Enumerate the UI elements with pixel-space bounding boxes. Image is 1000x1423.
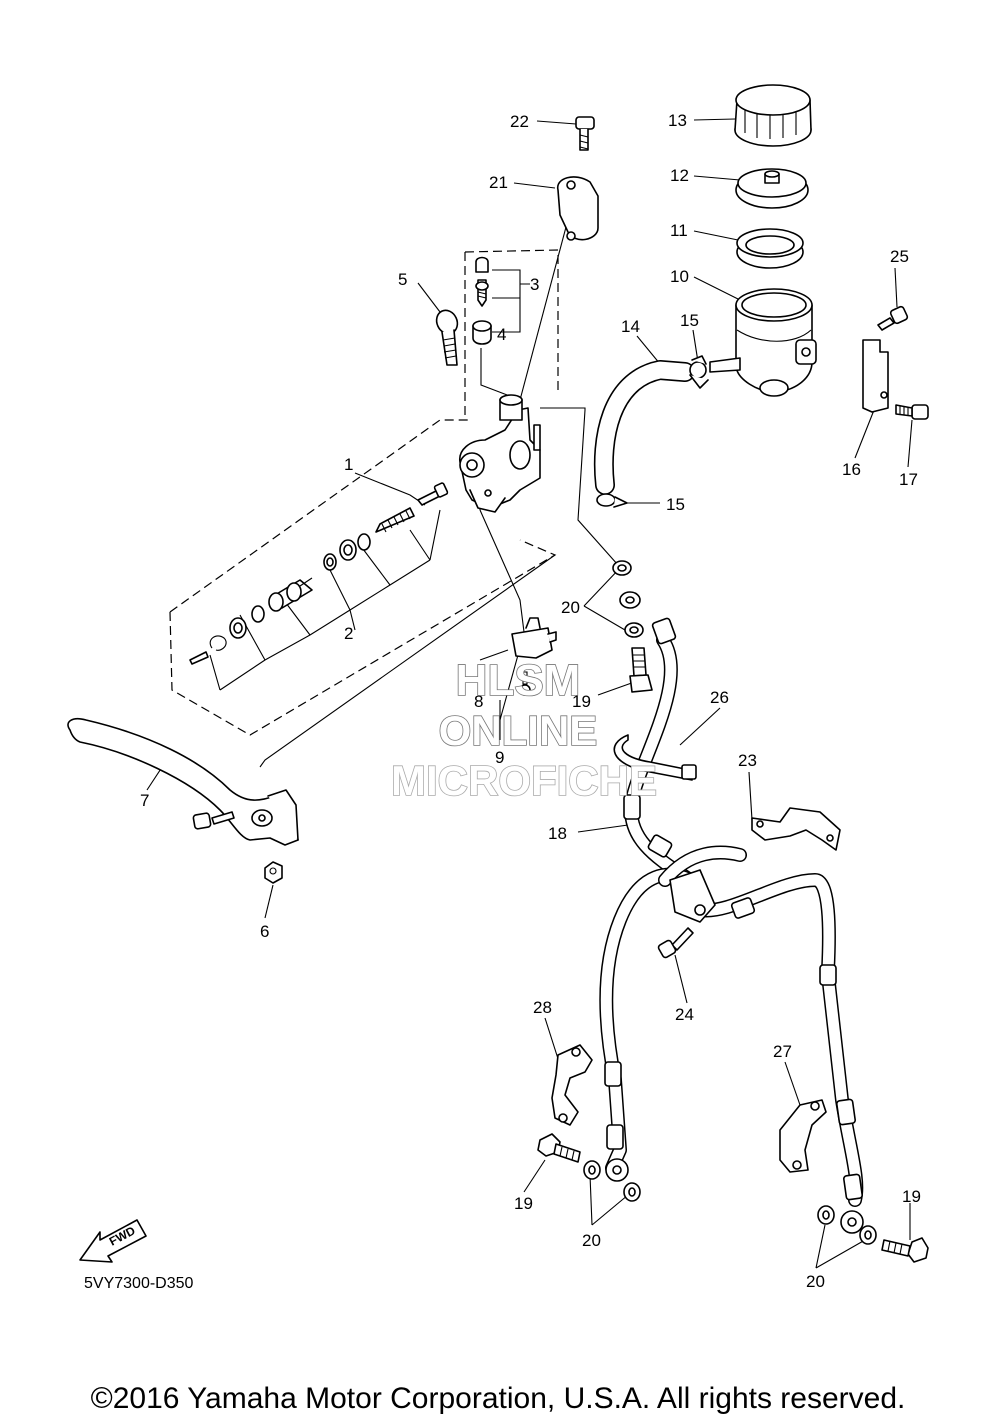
callout-12: 12 [670,166,689,185]
callout-10: 10 [670,267,689,286]
plate-12 [735,168,809,209]
callout-9: 9 [495,748,504,767]
master-cylinder-1 [459,394,541,513]
bolt-24 [657,927,694,959]
watermark-line-1: HLSM [456,656,581,705]
cap-13 [734,84,812,147]
callout-26: 26 [710,688,729,707]
callout-13: 13 [668,111,687,130]
clip-15-lower [596,493,628,508]
callout-16: 16 [842,460,861,479]
callout-22: 22 [510,112,529,131]
holder-27 [779,1099,827,1173]
watermark-line-2: ONLINE [439,707,598,754]
bolt-5 [435,309,459,366]
callout-14: 14 [621,317,640,336]
callout-1: 1 [344,455,353,474]
callout-8: 8 [474,692,483,711]
callout-24: 24 [675,1005,694,1024]
callout-3: 3 [530,275,539,294]
cap-4 [472,320,492,345]
callout-15-upper: 15 [680,311,699,330]
holder-21 [557,176,599,241]
callout-20-upper: 20 [561,598,580,617]
union-bolt-19-right [881,1237,929,1263]
callout-11: 11 [670,221,688,240]
bracket-16 [862,339,889,413]
diaphragm-11 [736,228,804,269]
watermark: HLSM ONLINE MICROFICHE [390,655,658,805]
callout-21: 21 [489,173,508,192]
clip-15-upper [689,355,709,389]
callout-25: 25 [890,247,909,266]
union-bolt-19-left [537,1133,581,1163]
bolt-17 [895,404,929,420]
reservoir-hose [593,360,695,495]
bracket-23 [751,807,841,851]
callout-5: 5 [398,270,407,289]
callout-23: 23 [738,751,757,770]
bleed-screw-3 [475,256,489,307]
callout-19-upper: 19 [572,692,591,711]
callout-2: 2 [344,624,353,643]
holder-28 [551,1044,593,1126]
callout-27: 27 [773,1042,792,1061]
screw-9 [519,671,531,696]
callout-labels: 1 2 3 4 5 6 7 8 9 10 11 12 13 14 15 15 1… [140,111,921,1291]
callout-7: 7 [140,791,149,810]
fwd-arrow-icon: FWD [79,1219,147,1263]
union-bolt-19-upper [629,647,653,693]
piston-kit-2 [189,482,449,665]
brake-lever-7 [67,717,299,846]
callout-19-left: 19 [514,1194,533,1213]
callout-6: 6 [260,922,269,941]
callout-17: 17 [899,470,918,489]
callout-20-right: 20 [806,1272,825,1291]
callout-4: 4 [497,325,506,344]
assembly-outline [169,249,559,736]
brake-hose [599,617,864,1234]
diagram-code: 5VY7300-D350 [84,1275,194,1292]
reservoir-10 [709,288,817,397]
bolt-22 [575,116,595,151]
copyright: ©2016 Yamaha Motor Corporation, U.S.A. A… [91,1382,906,1415]
bolt-25 [877,305,909,331]
watermark-line-3: MICROFICHE [391,757,657,804]
leader-lines [146,118,913,1269]
callout-18: 18 [548,824,567,843]
band-26 [613,734,697,781]
callout-15-lower: 15 [666,495,685,514]
callout-20-left: 20 [582,1231,601,1250]
switch-8 [511,617,557,659]
callout-28: 28 [533,998,552,1017]
washers-20 [583,560,877,1245]
callout-19-right: 19 [902,1187,921,1206]
nut-6 [264,861,283,884]
